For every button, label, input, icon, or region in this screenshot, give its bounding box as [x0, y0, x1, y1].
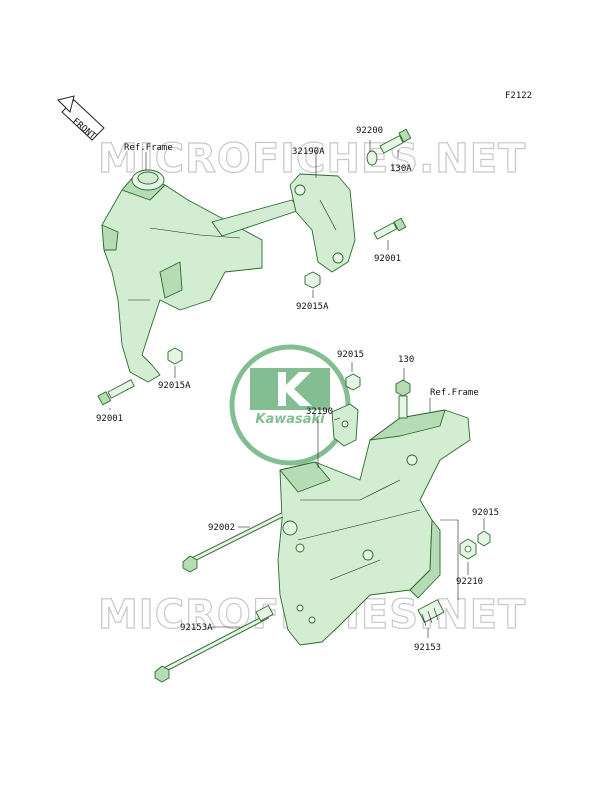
callout-ref-frame-lower: Ref.Frame [430, 388, 479, 398]
callout-130: 130 [398, 355, 414, 365]
figure-code: F2122 [505, 91, 532, 101]
callout-92015a-left: 92015A [158, 381, 191, 391]
logo-text: Kawasaki [255, 412, 325, 427]
collar-92153-icon [417, 599, 445, 627]
nut-92015a-left-icon [167, 347, 183, 365]
nut-92015-mid-icon [345, 373, 361, 391]
callout-92200: 92200 [356, 126, 383, 136]
upper-frame-section [97, 128, 412, 410]
bolt-92002-icon [182, 512, 284, 573]
callout-130a: 130A [390, 164, 412, 174]
bolt-92153a-icon [154, 604, 274, 683]
callout-92153: 92153 [414, 643, 441, 653]
nut-92015a-upper-icon [304, 271, 321, 289]
callout-92001-upper: 92001 [374, 254, 401, 264]
bolt-92001-left-icon [97, 379, 135, 406]
callout-92015-mid: 92015 [337, 350, 364, 360]
bolt-92001-upper-icon [373, 217, 407, 240]
nut-92210-icon [459, 538, 477, 560]
nut-92015-right-icon [477, 530, 491, 547]
callout-92001-left: 92001 [96, 414, 123, 424]
front-arrow-icon: FRONT [57, 95, 105, 142]
callout-ref-frame-upper: Ref.Frame [124, 143, 173, 153]
callout-92002: 92002 [208, 523, 235, 533]
callout-32190a: 32190A [292, 147, 325, 157]
lower-frame-section [154, 362, 491, 683]
callout-32190: 32190 [306, 407, 333, 417]
kawasaki-logo: Kawasaki [229, 344, 351, 466]
bolt-130-icon [395, 379, 411, 419]
callout-92015a-upper: 92015A [296, 302, 329, 312]
callout-92015-right: 92015 [472, 508, 499, 518]
callout-92153a: 92153A [180, 623, 213, 633]
bolt-130a-icon [379, 128, 412, 154]
callout-92210: 92210 [456, 577, 483, 587]
